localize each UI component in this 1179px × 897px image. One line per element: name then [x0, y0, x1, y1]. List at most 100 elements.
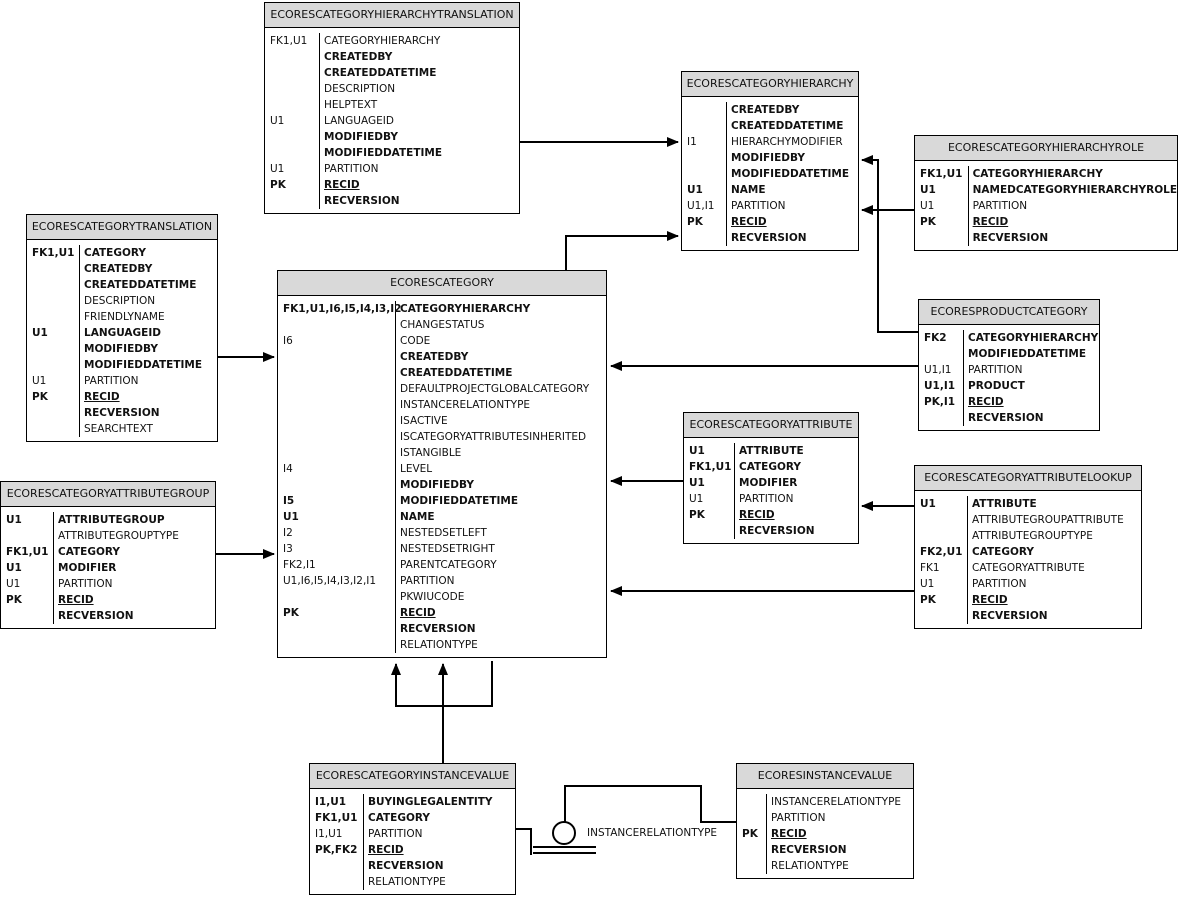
- field-cell: PARTITION: [84, 375, 139, 387]
- field-cell: MODIFIER: [739, 477, 798, 489]
- field-cell: MODIFIEDDATETIME: [84, 359, 203, 371]
- key-cell: [270, 129, 319, 145]
- key-cell: [270, 65, 319, 81]
- field-cell: PARTITION: [400, 575, 455, 587]
- key-cell: U1,I1: [924, 380, 956, 392]
- field-cell: LEVEL: [400, 463, 433, 475]
- field-cell: NAMEDCATEGORYHIERARCHYROLE: [972, 184, 1177, 196]
- field-cell: RECID: [324, 179, 360, 191]
- field-cell: RECID: [368, 844, 404, 856]
- table-title: ECORESCATEGORYHIERARCHYTRANSLATION: [265, 3, 519, 28]
- field-cell: PARTITION: [739, 493, 794, 505]
- field-cell: RECVERSION: [739, 525, 815, 537]
- field-cell: ATTRIBUTE: [972, 498, 1037, 510]
- field-cell: CREATEDBY: [84, 263, 153, 275]
- field-cell: NESTEDSETRIGHT: [400, 543, 495, 555]
- key-cell: I2: [283, 527, 293, 539]
- key-cell: [742, 842, 766, 858]
- field-cell: PARENTCATEGORY: [400, 559, 497, 571]
- key-cell: [32, 309, 79, 325]
- field-cell: PARTITION: [58, 578, 113, 590]
- key-cell: [687, 102, 726, 118]
- field-column: CATEGORYHIERARCHY NAMEDCATEGORYHIERARCHYR…: [969, 166, 1177, 246]
- key-cell: [283, 413, 395, 429]
- field-cell: PKWIUCODE: [400, 591, 465, 603]
- field-cell: LANGUAGEID: [84, 327, 161, 339]
- key-cell: U1: [920, 498, 936, 510]
- key-cell: [315, 874, 363, 890]
- field-cell: NAME: [400, 511, 435, 523]
- field-cell: NAME: [731, 184, 766, 196]
- field-cell: RECID: [58, 594, 94, 606]
- key-cell: [742, 858, 766, 874]
- key-cell: [283, 621, 395, 637]
- key-cell: PK: [270, 179, 286, 191]
- key-cell: FK1,U1: [920, 168, 963, 180]
- key-cell: I6: [283, 335, 293, 347]
- field-cell: DESCRIPTION: [324, 83, 396, 95]
- table-title: ECORESCATEGORYATTRIBUTEGROUP: [1, 482, 215, 507]
- field-cell: CATEGORYHIERARCHY: [968, 332, 1099, 344]
- key-cell: [32, 341, 79, 357]
- field-cell: RECID: [771, 828, 807, 840]
- rel-productcategory-to-hierarchy: [861, 155, 918, 333]
- key-cell: [920, 230, 968, 246]
- field-cell: DESCRIPTION: [84, 295, 156, 307]
- table-title: ECORESCATEGORYHIERARCHY: [682, 72, 858, 97]
- key-cell: [283, 589, 395, 605]
- table-title: ECORESCATEGORY: [278, 271, 606, 296]
- key-cell: PK: [920, 594, 936, 606]
- key-cell: [270, 193, 319, 209]
- key-cell: [920, 528, 967, 544]
- table-title: ECORESCATEGORYATTRIBUTELOOKUP: [915, 466, 1141, 491]
- field-cell: DEFAULTPROJECTGLOBALCATEGORY: [400, 383, 590, 395]
- key-cell: U1,I1: [687, 200, 715, 212]
- key-cell: [283, 429, 395, 445]
- key-cell: [687, 230, 726, 246]
- key-cell: I3: [283, 543, 293, 555]
- key-cell: [32, 261, 79, 277]
- field-cell: PARTITION: [731, 200, 786, 212]
- key-cell: U1: [32, 375, 47, 387]
- key-cell: PK: [687, 216, 703, 228]
- field-cell: RELATIONTYPE: [368, 876, 446, 888]
- field-cell: MODIFIER: [58, 562, 117, 574]
- key-cell: PK: [742, 828, 758, 840]
- field-cell: MODIFIEDDATETIME: [731, 168, 850, 180]
- key-cell: I5: [283, 495, 295, 507]
- field-cell: CATEGORY: [739, 461, 802, 473]
- key-cell: U1,I1: [924, 364, 952, 376]
- field-cell: CATEGORYATTRIBUTE: [972, 562, 1085, 574]
- field-cell: RECID: [968, 396, 1004, 408]
- key-cell: PK,FK2: [315, 844, 358, 856]
- key-cell: [270, 49, 319, 65]
- key-cell: [32, 357, 79, 373]
- key-cell: [6, 608, 53, 624]
- key-cell: [283, 477, 395, 493]
- field-cell: ISCATEGORYATTRIBUTESINHERITED: [400, 431, 587, 443]
- field-cell: MODIFIEDBY: [400, 479, 474, 491]
- table-title: ECORESCATEGORYATTRIBUTE: [684, 413, 858, 438]
- field-cell: HELPTEXT: [324, 99, 378, 111]
- key-cell: [270, 145, 319, 161]
- key-cell: FK1,U1: [270, 35, 308, 47]
- key-cell: FK2: [924, 332, 947, 344]
- field-cell: RECVERSION: [972, 232, 1049, 244]
- table-title: ECORESPRODUCTCATEGORY: [919, 300, 1099, 325]
- key-cell: [687, 150, 726, 166]
- field-cell: CATEGORYHIERARCHY: [972, 168, 1103, 180]
- key-cell: U1: [689, 493, 704, 505]
- t-hier-translation: ECORESCATEGORYHIERARCHYTRANSLATION FK1,U1…: [264, 2, 520, 214]
